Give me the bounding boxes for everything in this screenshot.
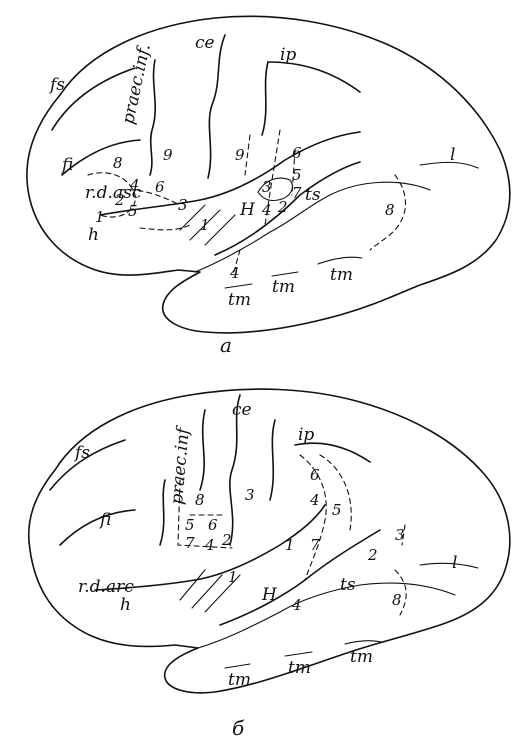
central-sulcus-a: [208, 35, 225, 178]
field-6b-a: 6: [292, 144, 302, 162]
field-2-a: 2: [114, 191, 125, 209]
field-2-b: 2: [221, 531, 232, 549]
label-H-a: H: [239, 200, 256, 220]
field-1b-a: 1: [200, 216, 210, 234]
caption-a: a: [220, 333, 232, 357]
field-7-a: 7: [292, 184, 302, 202]
precentral-b: [200, 410, 205, 490]
label-H-b: H: [261, 585, 278, 605]
inferior-frontal-sulcus-b: [60, 510, 135, 545]
label-l-b: l: [452, 553, 457, 573]
middle-temporal-a3: [318, 257, 362, 264]
caption-b: б: [232, 716, 245, 740]
field-4-b: 4: [204, 536, 215, 554]
label-tm-b3: tm: [350, 647, 373, 667]
label-rdarc-b: r.d.arc: [78, 577, 134, 597]
field-4c-a: 4: [229, 264, 240, 282]
label-ip-b: ip: [298, 425, 314, 445]
panel-a: fs ce ip praec.inf. fi r.d.asc h H ts l …: [27, 16, 510, 357]
label-ce-b: ce: [232, 400, 252, 420]
field-7b-b: 7: [310, 536, 320, 554]
field-6-b: 6: [208, 516, 218, 534]
inferior-frontal-sulcus-a: [62, 140, 140, 175]
middle-temporal-b1: [225, 664, 250, 668]
field-7-b: 7: [185, 534, 195, 552]
field-4c-b: 4: [291, 596, 302, 614]
field-9b-a: 9: [235, 146, 245, 164]
field-3-a: 3: [178, 196, 188, 214]
field-5b-a: 5: [292, 166, 302, 184]
field-3-b: 3: [245, 486, 255, 504]
field-border-a3: [245, 135, 250, 175]
field-9-a: 9: [163, 146, 173, 164]
label-fi-a: fi: [60, 155, 73, 175]
field-8b-b: 8: [392, 591, 402, 609]
middle-temporal-b2: [285, 652, 312, 656]
label-tm-a2: tm: [272, 277, 295, 297]
label-ts-b: ts: [340, 575, 356, 595]
field-4b-b: 4: [309, 491, 320, 509]
label-praecinf-b: praec.inf: [167, 424, 194, 505]
middle-temporal-a1: [225, 284, 252, 288]
brain-outline-b: [29, 389, 510, 693]
intraparietal-sulcus-a: [268, 62, 360, 92]
label-fi-b: fi: [98, 510, 111, 530]
field-5-b: 5: [185, 516, 195, 534]
field-2b-b: 2: [367, 546, 378, 564]
middle-temporal-a2: [272, 272, 298, 276]
field-2b-a: 2: [277, 198, 288, 216]
field-1b-b: 1: [285, 536, 295, 554]
field-6b-b: 6: [310, 466, 320, 484]
insula-hatch-b1: [180, 570, 205, 600]
field-4-a: 4: [129, 176, 140, 194]
label-tm-b1: tm: [228, 670, 251, 690]
label-ce-a: ce: [195, 33, 215, 53]
label-tm-a1: tm: [228, 290, 251, 310]
field-1-b: 1: [228, 568, 238, 586]
label-tm-b2: tm: [288, 658, 311, 678]
label-ts-a: ts: [305, 185, 321, 205]
label-praecinf-a: praec.inf.: [118, 42, 155, 126]
field-4b-a: 4: [261, 201, 272, 219]
label-ip-a: ip: [280, 45, 296, 65]
label-h-a: h: [88, 225, 99, 245]
field-3b-a: 3: [262, 178, 272, 196]
postcentral-b: [270, 420, 275, 500]
label-l-a: l: [450, 145, 455, 165]
postcentral-a: [262, 62, 268, 135]
field-6-a: 6: [155, 178, 165, 196]
label-fs-a: fs: [48, 75, 65, 95]
field-5b-b: 5: [332, 501, 342, 519]
panel-b: fs ce ip praec.inf fi r.d.arc h H ts l t…: [29, 389, 510, 740]
field-8-a: 8: [113, 154, 123, 172]
intraparietal-sulcus-b: [295, 443, 370, 462]
lateral-occipital-b: [420, 563, 478, 568]
field-5-a: 5: [128, 202, 138, 220]
label-fs-b: fs: [73, 443, 90, 463]
temporal-lobe-b: [198, 583, 455, 648]
lateral-occipital-a: [420, 162, 478, 168]
field-8-b: 8: [195, 491, 205, 509]
precentral-inferior-a: [150, 60, 155, 175]
field-1-a: 1: [95, 208, 105, 226]
field-3b-b: 3: [395, 526, 405, 544]
precentral-inferior-b: [160, 480, 165, 545]
field-8b-a: 8: [385, 201, 395, 219]
label-tm-a3: tm: [330, 265, 353, 285]
label-h-b: h: [120, 595, 131, 615]
